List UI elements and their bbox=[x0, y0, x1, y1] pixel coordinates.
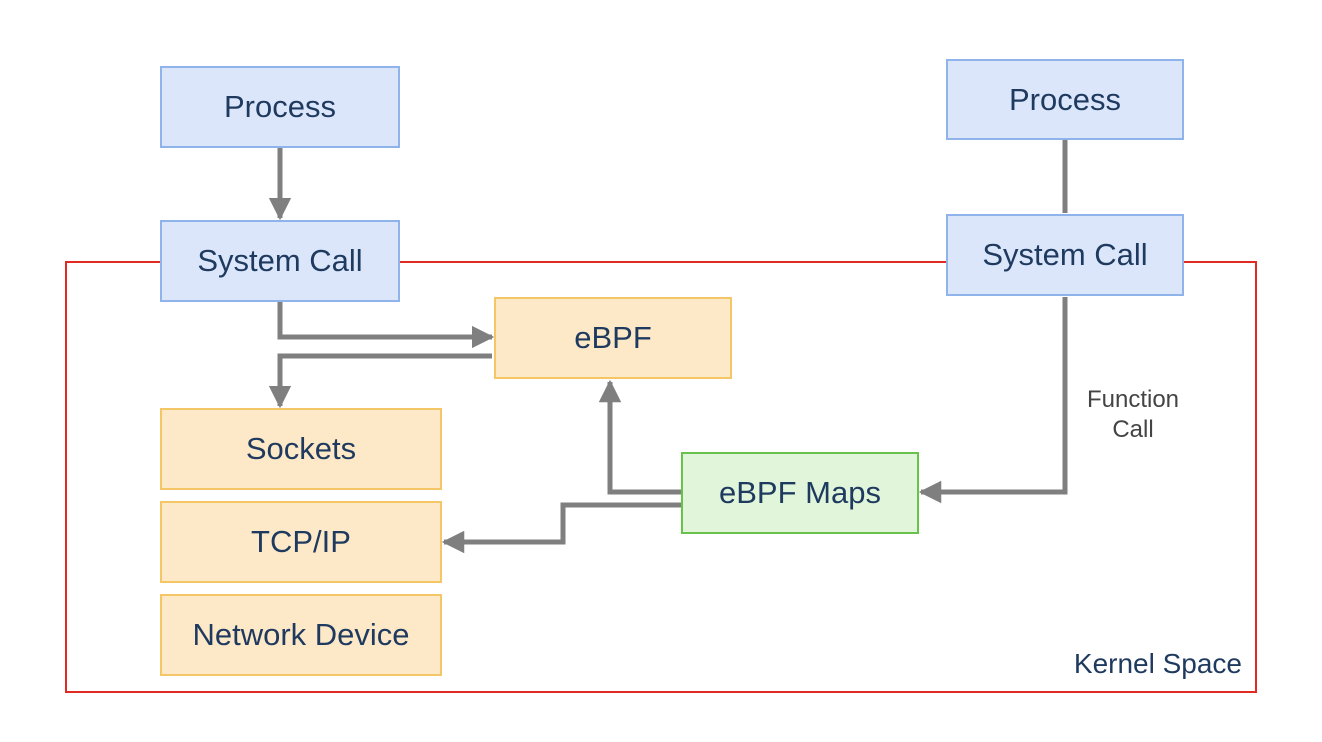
ebpf-box: eBPF bbox=[494, 297, 732, 379]
function-call-line1: Function bbox=[1086, 386, 1180, 413]
system-call-box-left: System Call bbox=[160, 220, 400, 302]
process-box-left: Process bbox=[160, 66, 400, 148]
arrow-syscall-to-ebpf bbox=[277, 302, 495, 349]
arrow-syscall-to-maps bbox=[918, 297, 1068, 504]
network-device-box: Network Device bbox=[160, 594, 442, 676]
ebpf-maps-label: eBPF Maps bbox=[719, 475, 881, 510]
process-label-right: Process bbox=[1009, 81, 1121, 117]
network-device-label: Network Device bbox=[192, 617, 410, 652]
arrow-maps-to-tcpip bbox=[441, 502, 682, 554]
kernel-space-region bbox=[65, 261, 1257, 693]
system-call-box-right: System Call bbox=[946, 214, 1184, 296]
arrow-ebpf-to-sockets bbox=[268, 353, 492, 409]
process-label-left: Process bbox=[224, 89, 336, 124]
function-call-label: Function Call bbox=[1063, 385, 1203, 445]
function-call-line2: Call bbox=[1112, 416, 1154, 443]
tcpip-box: TCP/IP bbox=[160, 501, 442, 583]
kernel-space-label: Kernel Space bbox=[1073, 648, 1242, 679]
ebpf-label: eBPF bbox=[574, 320, 652, 355]
tcpip-label: TCP/IP bbox=[251, 524, 351, 559]
ebpf-maps-box: eBPF Maps bbox=[681, 452, 919, 534]
arrow-maps-to-ebpf bbox=[598, 379, 682, 495]
system-call-label-left: System Call bbox=[197, 243, 363, 278]
system-call-label-right: System Call bbox=[982, 237, 1148, 272]
sockets-box: Sockets bbox=[160, 408, 442, 490]
process-box-right: Process bbox=[946, 59, 1184, 140]
sockets-label: Sockets bbox=[245, 431, 357, 466]
